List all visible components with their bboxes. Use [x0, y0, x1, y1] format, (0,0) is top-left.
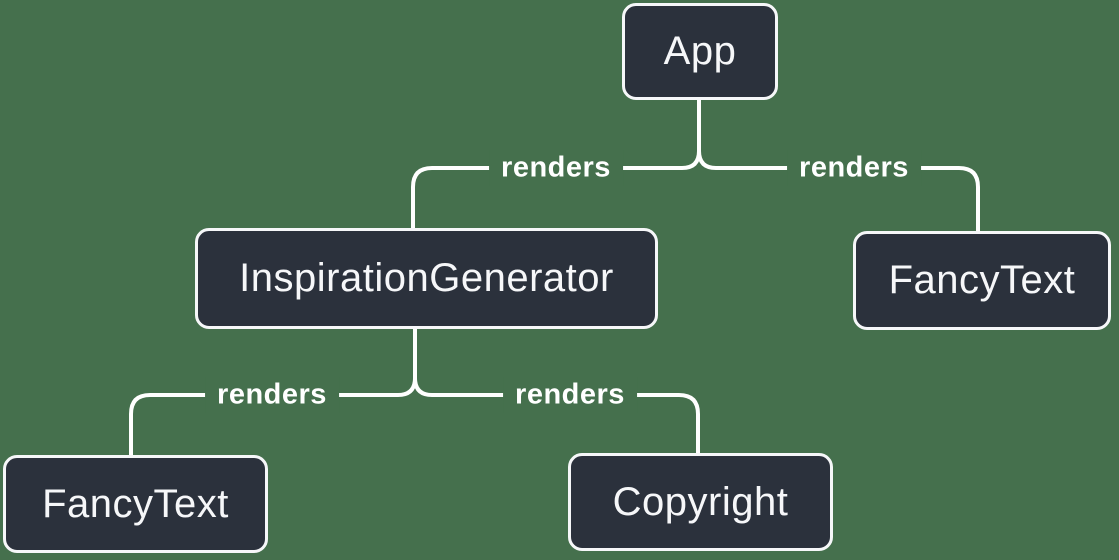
edge-label-renders: renders [503, 376, 637, 414]
node-copyright: Copyright [568, 453, 833, 551]
edge-label-renders: renders [205, 376, 339, 414]
node-fancy-text-right: FancyText [853, 231, 1111, 330]
node-fancy-text-left: FancyText [3, 455, 268, 553]
node-inspiration-generator: InspirationGenerator [195, 228, 658, 329]
edge-label-renders: renders [489, 149, 623, 187]
edge-label-renders: renders [787, 149, 921, 187]
node-app: App [622, 3, 778, 100]
